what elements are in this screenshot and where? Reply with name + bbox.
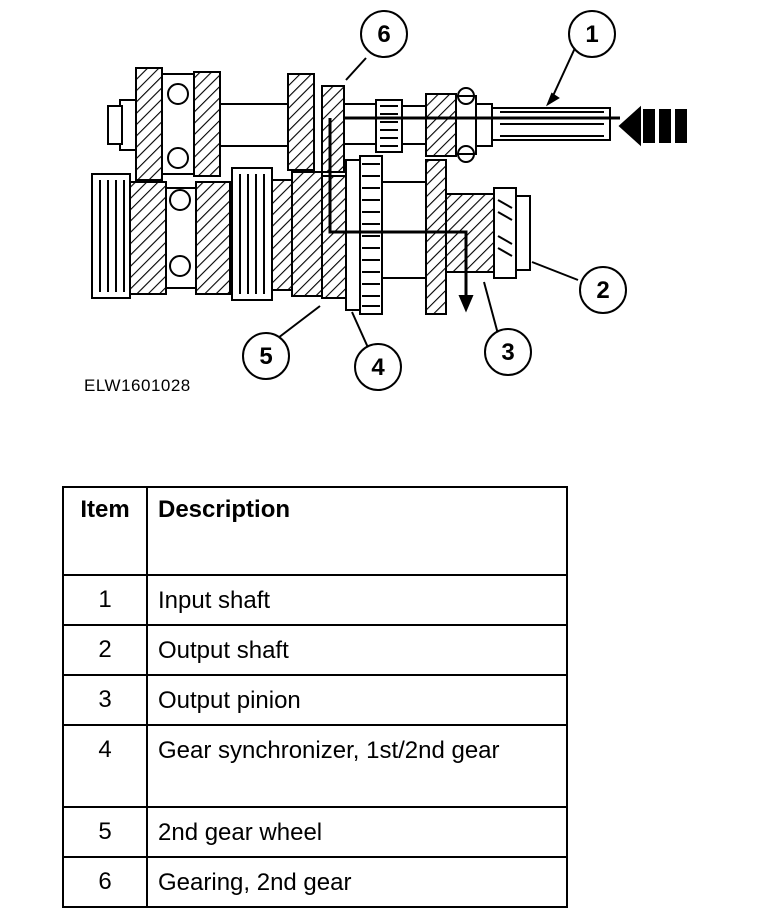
callout-6: 6 — [360, 10, 408, 58]
callout-1: 1 — [568, 10, 616, 58]
output-shaft — [91, 118, 531, 315]
legend-table: Item Description 1 Input shaft 2 Output … — [62, 486, 568, 908]
svg-text:3: 3 — [501, 339, 514, 366]
svg-text:5: 5 — [259, 343, 272, 370]
table-row: 2 Output shaft — [62, 624, 568, 676]
table-row: 5 2nd gear wheel — [62, 806, 568, 858]
row-item: 3 — [62, 674, 148, 726]
svg-text:4: 4 — [371, 354, 385, 381]
row-description: Output shaft — [146, 624, 568, 676]
row-item: 1 — [62, 574, 148, 626]
gearbox-drawing — [91, 47, 687, 353]
header-item: Item — [62, 486, 148, 576]
table-row: 4 Gear synchronizer, 1st/2nd gear — [62, 724, 568, 808]
input-shaft — [107, 67, 620, 181]
row-item: 2 — [62, 624, 148, 676]
header-description: Description — [146, 486, 568, 576]
input-direction-arrow — [618, 105, 687, 147]
figure-id: ELW1601028 — [84, 376, 191, 395]
row-item: 5 — [62, 806, 148, 858]
row-description: Gearing, 2nd gear — [146, 856, 568, 908]
row-item: 6 — [62, 856, 148, 908]
callout-3: 3 — [484, 328, 532, 376]
synchronizer-hub — [345, 155, 383, 315]
callout-4: 4 — [354, 343, 402, 391]
callout-markers: 1 2 3 4 5 6 — [242, 10, 627, 391]
row-description: Gear synchronizer, 1st/2nd gear — [146, 724, 568, 808]
svg-text:2: 2 — [596, 277, 609, 304]
callout-5: 5 — [242, 332, 290, 380]
table-row: 1 Input shaft — [62, 574, 568, 626]
row-description: Output pinion — [146, 674, 568, 726]
callout-2: 2 — [579, 266, 627, 314]
table-row: 6 Gearing, 2nd gear — [62, 856, 568, 908]
row-item: 4 — [62, 724, 148, 808]
row-description: 2nd gear wheel — [146, 806, 568, 858]
table-row: 3 Output pinion — [62, 674, 568, 726]
gearbox-power-flow-diagram: 1 2 3 4 5 6 — [91, 10, 687, 391]
legend-header-row: Item Description — [62, 486, 568, 576]
svg-text:6: 6 — [377, 21, 390, 48]
svg-text:1: 1 — [585, 21, 598, 48]
row-description: Input shaft — [146, 574, 568, 626]
